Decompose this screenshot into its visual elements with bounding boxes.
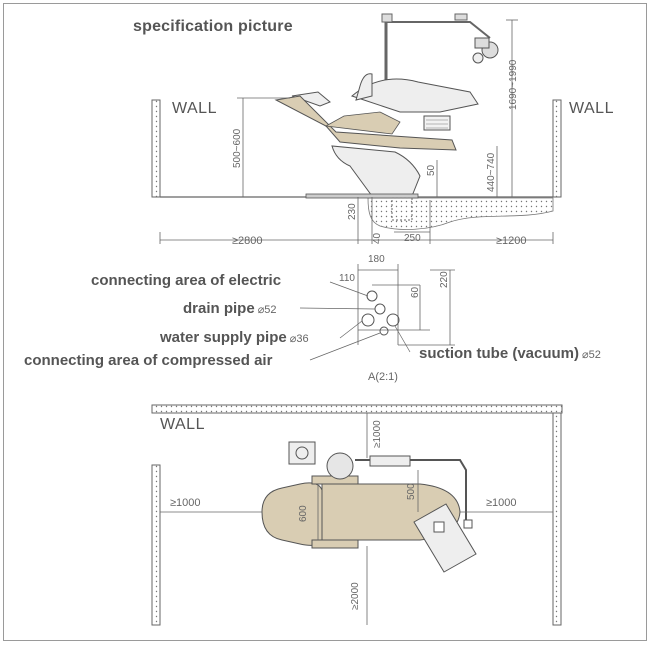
label-water-diameter: ⌀36 — [289, 333, 309, 345]
chair-armrest — [324, 111, 401, 135]
suction-port — [386, 313, 400, 327]
right-wall-hatch — [552, 99, 562, 198]
dim-detail-small: 60 — [410, 286, 421, 298]
dim-plan-top: ≥1000 — [372, 420, 383, 448]
label-water-supply: water supply pipe⌀36 — [160, 329, 309, 346]
dim-box-offset: 40 — [372, 232, 383, 244]
dim-right-clearance: ≥1200 — [496, 235, 527, 247]
connection-detail: 180 110 60 220 A(2:1) — [299, 254, 455, 383]
label-water-text: water supply pipe — [160, 329, 287, 346]
spittoon — [355, 73, 373, 101]
dim-left-clearance: ≥2800 — [232, 235, 263, 247]
dim-plan-tray: 500 — [406, 483, 417, 500]
plan-arm-joint — [369, 455, 411, 467]
detail-scale-label: A(2:1) — [368, 371, 398, 383]
assistant-tray — [291, 91, 331, 107]
lamp-arm — [386, 21, 491, 39]
dim-plan-right: ≥1000 — [486, 497, 517, 509]
label-drain-text: drain pipe — [183, 300, 255, 317]
drain-port — [374, 303, 386, 315]
left-wall-hatch — [151, 99, 161, 198]
label-compressed-air: connecting area of compressed air — [24, 352, 273, 369]
operating-lamp — [472, 37, 499, 64]
dim-plan-left: ≥1000 — [170, 497, 201, 509]
plan-wall-right — [552, 412, 562, 626]
dim-detail-left: 110 — [339, 273, 355, 284]
page-title: specification picture — [133, 18, 293, 35]
dim-plan-bottom: ≥2000 — [350, 582, 361, 610]
instrument-tray — [423, 115, 451, 131]
label-suction-tube: suction tube (vacuum)⌀52 — [419, 345, 601, 362]
floor-pit — [367, 197, 554, 230]
air-port — [379, 326, 389, 336]
diagram-frame — [3, 3, 647, 641]
plan-armrest-bottom — [311, 539, 359, 549]
wall-label-plan: WALL — [160, 416, 205, 433]
dim-chair-gap: 50 — [426, 164, 437, 176]
dim-detail-height: 220 — [439, 271, 450, 288]
plan-spittoon — [288, 441, 316, 465]
side-view: 1690~1990 500~600 50 440~740 230 40 250 … — [151, 13, 562, 247]
dim-box-width: 250 — [404, 233, 421, 244]
plan-wall-left — [151, 464, 161, 626]
plan-view: ≥1000 ≥1000 ≥1000 ≥2000 600 500 — [151, 404, 563, 626]
base-plate — [305, 193, 419, 199]
plan-instrument-tray — [413, 503, 477, 573]
dim-plan-chair-width: 600 — [298, 505, 309, 522]
dim-tray-height: 500~600 — [232, 128, 243, 168]
lamp-pivot — [381, 13, 393, 23]
wall-label-right: WALL — [569, 100, 614, 117]
chair-base — [331, 145, 421, 197]
dim-box-height: 230 — [347, 203, 358, 220]
dim-total-height: 1690~1990 — [508, 59, 519, 110]
label-electric-area: connecting area of electric — [91, 272, 282, 289]
label-suction-diameter: ⌀52 — [582, 349, 601, 361]
plan-spittoon-bowl — [326, 452, 354, 480]
label-drain-pipe: drain pipe⌀52 — [183, 300, 277, 317]
dim-detail-width: 180 — [368, 254, 385, 265]
water-port — [361, 313, 375, 327]
plan-headrest — [261, 482, 325, 546]
chair-seat — [274, 95, 457, 151]
lamp-joint — [454, 13, 468, 21]
plan-wall-top — [151, 404, 563, 414]
label-suction-text: suction tube (vacuum) — [419, 345, 580, 362]
label-drain-diameter: ⌀52 — [257, 304, 277, 316]
connection-box — [391, 197, 413, 221]
dim-seat-height: 440~740 — [486, 152, 497, 192]
wall-label-left: WALL — [172, 100, 217, 117]
electric-port — [366, 290, 378, 302]
